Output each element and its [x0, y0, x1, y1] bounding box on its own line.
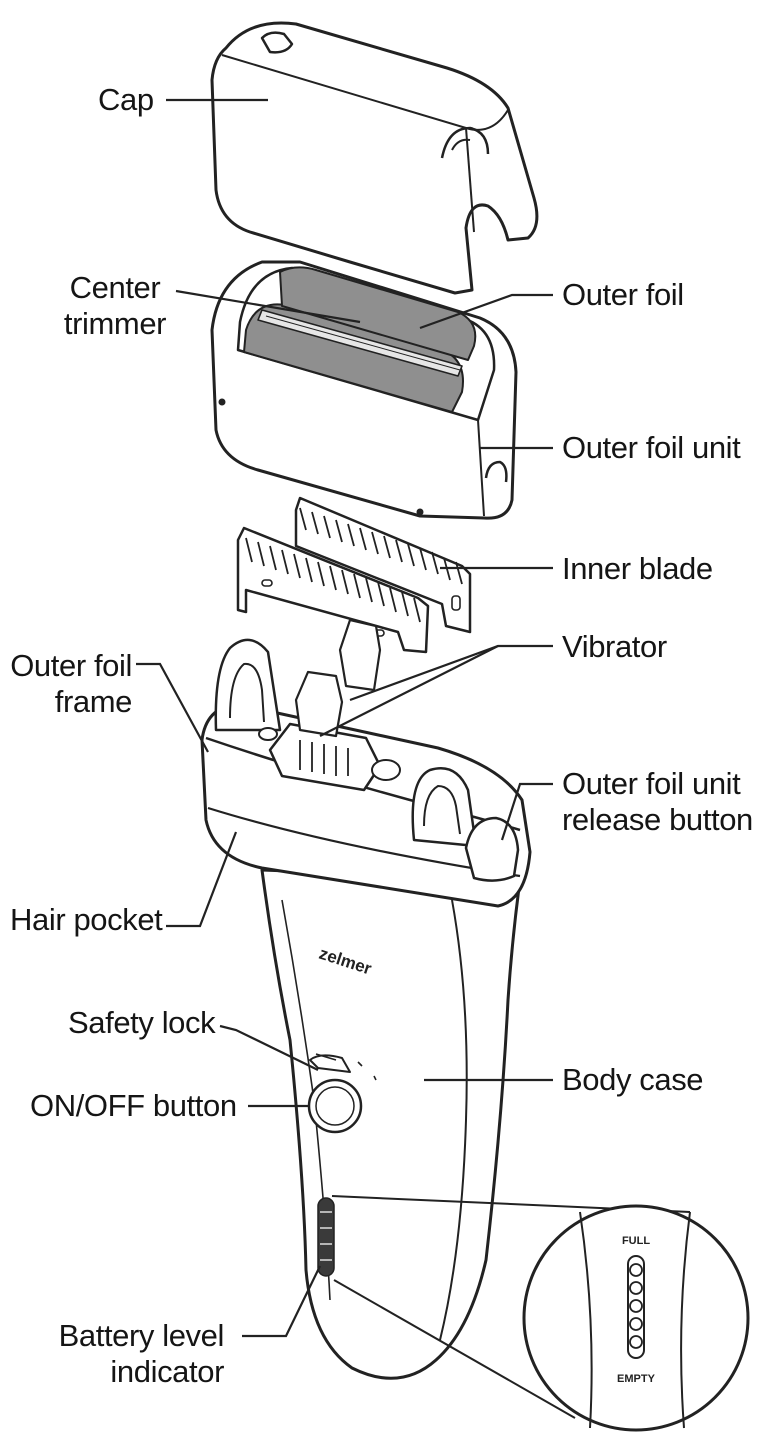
- label-battery-indicator-line-2: indicator: [30, 1354, 224, 1390]
- label-body-case: Body case: [562, 1062, 703, 1098]
- battery-full-mark: FULL: [622, 1235, 650, 1247]
- label-release-button-line-1: Outer foil unit: [562, 766, 753, 802]
- shaver-body-drawing: zelmer: [202, 620, 530, 1378]
- label-release-button: Outer foil unit release button: [562, 766, 753, 838]
- label-center-trimmer: Center trimmer: [56, 270, 174, 342]
- cap-drawing: [212, 23, 537, 293]
- label-cap: Cap: [98, 82, 154, 118]
- label-outer-foil-frame: Outer foil frame: [4, 648, 132, 720]
- label-on-off-button: ON/OFF button: [30, 1088, 237, 1124]
- label-outer-foil-frame-line-1: Outer foil: [4, 648, 132, 684]
- label-center-trimmer-line-1: Center: [56, 270, 174, 306]
- label-battery-indicator-line-1: Battery level: [30, 1318, 224, 1354]
- label-release-button-line-2: release button: [562, 802, 753, 838]
- foil-screw-dot-2: [417, 509, 423, 515]
- label-vibrator: Vibrator: [562, 629, 667, 665]
- frame-hole-2: [372, 760, 400, 780]
- battery-stripe: [318, 1198, 334, 1276]
- release-button-shape: [466, 818, 518, 881]
- cap-outline: [212, 23, 537, 293]
- vibrator-post-1: [296, 672, 342, 736]
- vibrator-post-2: [340, 620, 380, 690]
- label-battery-indicator: Battery level indicator: [30, 1318, 224, 1390]
- outer-foil-unit-drawing: [212, 262, 516, 518]
- body-case-outline: [262, 870, 520, 1378]
- label-hair-pocket: Hair pocket: [10, 902, 162, 938]
- label-safety-lock: Safety lock: [68, 1005, 215, 1041]
- label-center-trimmer-line-2: trimmer: [56, 306, 174, 342]
- label-outer-foil-unit: Outer foil unit: [562, 430, 740, 466]
- battery-empty-mark: EMPTY: [617, 1373, 656, 1385]
- left-post: [216, 640, 280, 730]
- on-off-button-shape: [309, 1080, 361, 1132]
- label-outer-foil-frame-line-2: frame: [4, 684, 132, 720]
- frame-hole: [259, 728, 277, 740]
- leader-outer-foil-frame: [136, 664, 208, 752]
- foil-screw-dot: [219, 399, 225, 405]
- label-outer-foil: Outer foil: [562, 277, 684, 313]
- label-inner-blade: Inner blade: [562, 551, 713, 587]
